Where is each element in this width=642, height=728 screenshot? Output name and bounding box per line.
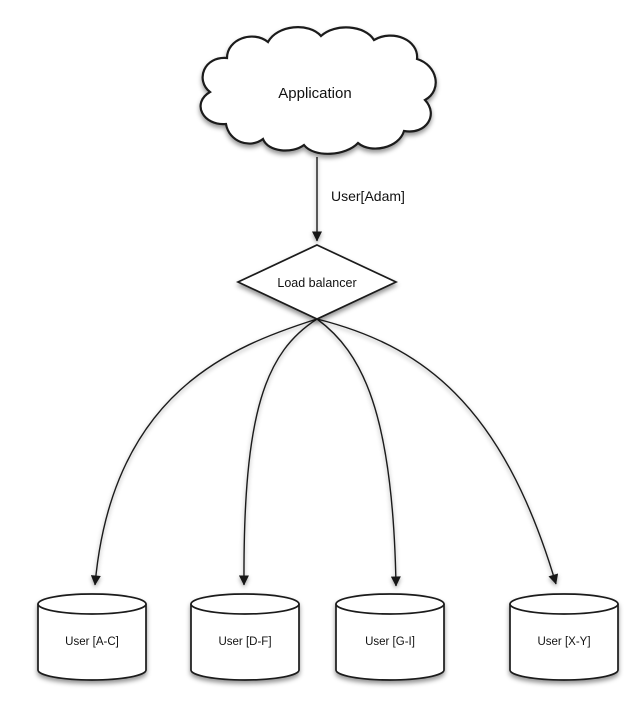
- edge-loadbalancer-to-shard-gi: [316, 318, 401, 587]
- cylinder-shape: [37, 604, 147, 681]
- cylinder-shape: [509, 604, 619, 681]
- edges-layer: [90, 157, 559, 587]
- edge-loadbalancer-to-shard-df: [238, 318, 318, 586]
- node-shard-xy: User [X-Y]: [509, 593, 619, 681]
- cylinder-shape: [335, 604, 445, 681]
- diamond-shape: [235, 244, 399, 320]
- node-load-balancer-label: Load balancer: [277, 276, 356, 290]
- node-application-label: Application: [278, 85, 351, 102]
- edge-loadbalancer-to-shard-ac: [90, 318, 318, 586]
- node-shard-df: User [D-F]: [190, 593, 300, 681]
- node-shard-gi-label: User [G-I]: [365, 636, 415, 648]
- node-shard-ac-label: User [A-C]: [65, 636, 119, 648]
- edge-label-user-adam: User[Adam]: [331, 188, 405, 204]
- node-shard-ac: User [A-C]: [37, 593, 147, 681]
- cylinder-top: [37, 593, 147, 615]
- node-shard-xy-label: User [X-Y]: [537, 636, 590, 648]
- edge-loadbalancer-to-shard-xy: [316, 318, 559, 585]
- node-load-balancer: Load balancer: [235, 244, 399, 320]
- cloud-shape: [199, 26, 437, 155]
- node-shard-gi: User [G-I]: [335, 593, 445, 681]
- cylinder-shape: [190, 604, 300, 681]
- cylinder-top: [335, 593, 445, 615]
- node-shard-df-label: User [D-F]: [218, 636, 271, 648]
- node-application: Application: [199, 26, 437, 155]
- cylinder-top: [190, 593, 300, 615]
- cylinder-top: [509, 593, 619, 615]
